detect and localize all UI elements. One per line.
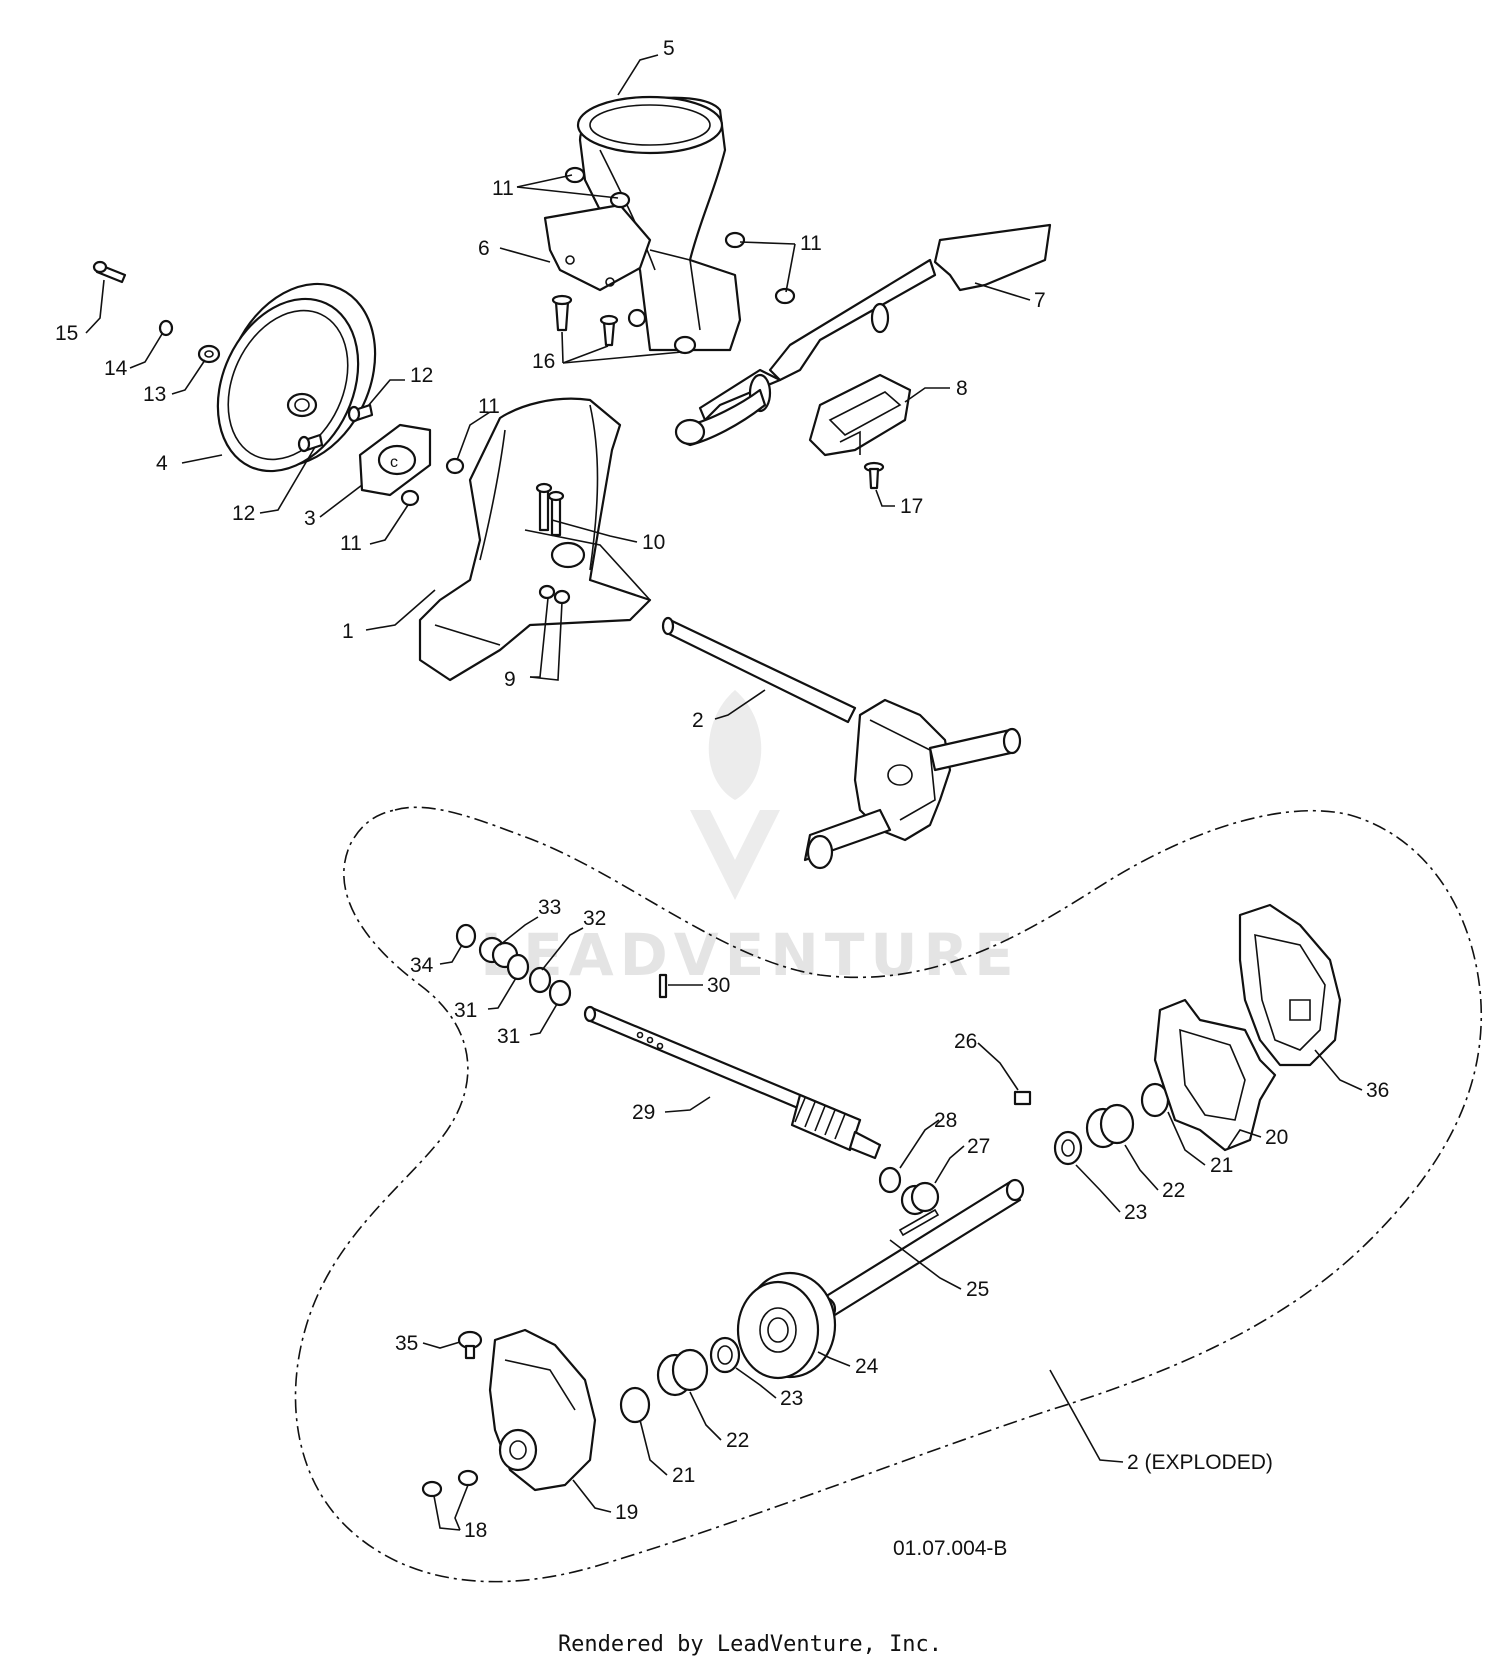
callout-12: 12 (232, 502, 255, 525)
exploded-view-outline (294, 806, 1482, 1583)
callout-6: 6 (478, 237, 490, 260)
callout-8: 8 (956, 377, 968, 400)
part-16-bolts (551, 294, 697, 355)
callout-2-exploded: 2 (EXPLODED) (1127, 1451, 1273, 1474)
part-4-pulley (216, 282, 377, 473)
part-13-washer (197, 344, 221, 364)
part-17-bolt (863, 461, 885, 490)
part-21-seal-lower (619, 1386, 651, 1424)
callout-20: 20 (1265, 1126, 1288, 1149)
part-33-bushing (478, 936, 519, 969)
leader-lines (85, 54, 1363, 1531)
part-23-washer-lower (709, 1336, 741, 1374)
drawing-code: 01.07.004-B (893, 1537, 1007, 1560)
callout-22: 22 (726, 1429, 749, 1452)
part-11-nuts (564, 166, 796, 305)
callout-29: 29 (632, 1101, 655, 1124)
part-31-washer-a (506, 953, 530, 981)
callout-21: 21 (1210, 1154, 1233, 1177)
callout-9: 9 (504, 668, 516, 691)
part-23-washer-upper (1053, 1130, 1083, 1166)
part-22-bearing-lower (656, 1348, 709, 1397)
part-2-gearbox-assembly (661, 616, 1022, 870)
callout-18: 18 (464, 1519, 487, 1542)
callout-25: 25 (966, 1278, 989, 1301)
callout-11: 11 (340, 532, 362, 555)
callout-11: 11 (800, 232, 822, 255)
part-30-pin (658, 973, 668, 999)
part-28-washer (878, 1166, 902, 1194)
callout-34: 34 (410, 954, 434, 977)
callout-31: 31 (454, 999, 477, 1022)
callout-3: 3 (304, 507, 316, 530)
part-32-seal (528, 966, 552, 994)
part-15-bolt (92, 260, 127, 284)
callout-27: 27 (967, 1135, 990, 1158)
part-26-key (1013, 1090, 1032, 1106)
part-22-bearing-upper (1085, 1103, 1135, 1149)
callout-19: 19 (615, 1501, 638, 1524)
part-11-nuts-left (400, 457, 465, 507)
callout-12: 12 (410, 364, 433, 387)
part-7-crank (674, 223, 1052, 447)
part-27-bushing (900, 1181, 940, 1216)
part-35-fitting (457, 1330, 483, 1360)
callout-23: 23 (780, 1387, 803, 1410)
callout-11: 11 (478, 395, 500, 418)
callout-36: 36 (1366, 1079, 1389, 1102)
callout-10: 10 (642, 531, 665, 554)
callout-22: 22 (1162, 1179, 1185, 1202)
callout-labels: 5 11 11 6 7 16 15 14 13 12 11 8 4 12 3 1… (55, 37, 1389, 1542)
callout-21: 21 (672, 1464, 695, 1487)
callout-7: 7 (1034, 289, 1046, 312)
part-6-plate (543, 203, 652, 292)
callout-26: 26 (954, 1030, 977, 1053)
callout-23: 23 (1124, 1201, 1147, 1224)
callout-16: 16 (532, 350, 555, 373)
part-20-gasket (1153, 998, 1277, 1152)
part-29-worm-shaft (583, 1005, 882, 1160)
watermark-logo: LEADVENTURE (480, 690, 1020, 989)
part-1-housing (418, 397, 652, 682)
callout-30: 30 (707, 974, 730, 997)
part-14-lockwasher (158, 319, 174, 337)
part-24-worm-gear (736, 1271, 837, 1380)
callout-5: 5 (663, 37, 675, 60)
svg-text:c: c (390, 454, 398, 471)
part-34-ring (455, 923, 477, 949)
callout-11: 11 (492, 177, 514, 200)
part-10-bolts (535, 482, 565, 537)
callout-15: 15 (55, 322, 78, 345)
callout-31: 31 (497, 1025, 520, 1048)
callout-2: 2 (692, 709, 704, 732)
callout-24: 24 (855, 1355, 879, 1378)
part-31-washer-b (548, 979, 572, 1007)
callout-32: 32 (583, 907, 606, 930)
callout-17: 17 (900, 495, 923, 518)
callout-14: 14 (104, 357, 128, 380)
part-36-gearbox-half (1238, 903, 1342, 1067)
callout-4: 4 (156, 452, 168, 475)
callout-13: 13 (143, 383, 166, 406)
part-12-studs (297, 403, 374, 453)
part-18-plugs (421, 1469, 479, 1498)
callout-1: 1 (342, 620, 354, 643)
callout-28: 28 (934, 1109, 957, 1132)
watermark-text: LEADVENTURE (480, 921, 1020, 989)
part-3-flange: c (358, 423, 432, 497)
render-credit: Rendered by LeadVenture, Inc. (557, 1632, 943, 1657)
part-5-chute (576, 95, 742, 352)
callout-33: 33 (538, 896, 561, 919)
part-8-bracket (808, 373, 912, 457)
callout-35: 35 (395, 1332, 418, 1355)
part-19-gearbox-half (488, 1328, 597, 1492)
